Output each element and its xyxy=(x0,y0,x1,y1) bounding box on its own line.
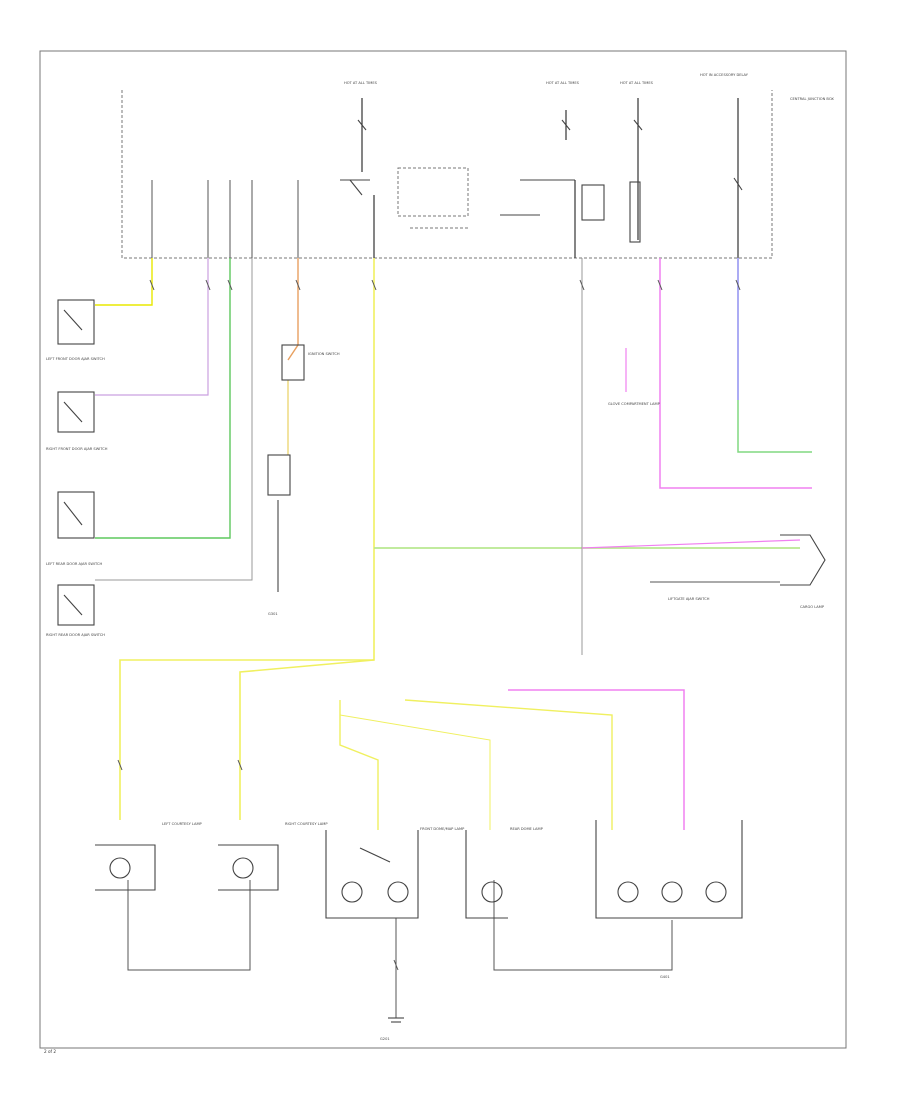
rr-door-switch xyxy=(57,584,95,626)
fuse-label-3: HOT AT ALL TIMES xyxy=(620,81,654,85)
page-number: 2 of 2 xyxy=(44,1049,56,1054)
fuse-1 xyxy=(357,98,367,172)
cargo-lamp-label: CARGO LAMP xyxy=(800,605,825,609)
wire-rr-door xyxy=(95,258,253,581)
wire-courtesy-feed xyxy=(119,258,375,820)
lf-courtesy-lamp xyxy=(95,844,156,891)
front-dome-label: FRONT DOME/MAP LAMP xyxy=(420,827,465,831)
wire-pink-cargo xyxy=(581,539,801,549)
junction-box-outline xyxy=(121,90,773,259)
rf-courtesy-lamp xyxy=(218,844,279,891)
fuse-2 xyxy=(561,110,571,140)
diagram-frame xyxy=(39,50,847,1049)
fuse-3 xyxy=(633,98,643,240)
lf-door-label: LEFT FRONT DOOR AJAR SWITCH xyxy=(46,357,105,361)
fuse-4 xyxy=(733,98,743,258)
fuse-label-4: HOT IN ACCESSORY DELAY xyxy=(700,73,749,77)
ground-label-rear: G401 xyxy=(660,975,670,979)
interior-lamp-relay xyxy=(340,167,469,258)
fuse-label-2: HOT AT ALL TIMES xyxy=(546,81,580,85)
wire-rf-courtesy-feed xyxy=(239,659,375,820)
rf-door-label: RIGHT FRONT DOOR AJAR SWITCH xyxy=(46,447,108,451)
lr-door-label: LEFT REAR DOOR AJAR SWITCH xyxy=(46,562,102,566)
wire-ground-left xyxy=(127,880,251,971)
wire-rear-dome xyxy=(404,699,613,830)
wire-green-right xyxy=(737,400,812,453)
wire-lf-door xyxy=(95,258,153,306)
wire-pink-right xyxy=(659,258,812,489)
lf-door-switch xyxy=(57,299,95,345)
ignition-switch xyxy=(267,344,305,496)
rf-door-switch xyxy=(57,391,95,433)
lr-door-switch xyxy=(57,491,95,539)
ground-label-main: G201 xyxy=(380,1037,390,1041)
lf-courtesy-label: LEFT COURTESY LAMP xyxy=(162,822,203,826)
front-dome-lamp xyxy=(325,830,419,919)
ignition-switch-label: IGNITION SWITCH xyxy=(308,352,340,356)
wire-front-dome xyxy=(339,700,379,830)
junction-box-label: CENTRAL JUNCTION BOX xyxy=(790,97,834,101)
box-pins-left xyxy=(151,180,299,258)
fuse-label-1: HOT AT ALL TIMES xyxy=(344,81,378,85)
rr-door-label: RIGHT REAR DOOR AJAR SWITCH xyxy=(46,633,105,637)
ground-label-ign: G301 xyxy=(268,612,278,616)
liftgate-label: LIFTGATE AJAR SWITCH xyxy=(668,597,710,601)
delay-relay xyxy=(410,179,641,258)
rear-dome-lamp xyxy=(465,830,508,919)
wire-ground-right xyxy=(493,880,673,971)
connector-ticks xyxy=(117,279,741,971)
wire-pink-rear xyxy=(508,689,685,830)
wire-lr-door xyxy=(95,258,231,539)
rf-courtesy-label: RIGHT COURTESY LAMP xyxy=(285,822,328,826)
rear-map-lamp xyxy=(595,820,743,919)
cargo-lamp xyxy=(780,534,826,586)
glove-label: GLOVE COMPARTMENT LAMP xyxy=(608,402,661,406)
ground-symbol-main xyxy=(388,1017,404,1023)
wire-rf-door xyxy=(95,258,209,396)
rear-dome-label: REAR DOME LAMP xyxy=(510,827,544,831)
wire-dome-2 xyxy=(339,714,491,830)
